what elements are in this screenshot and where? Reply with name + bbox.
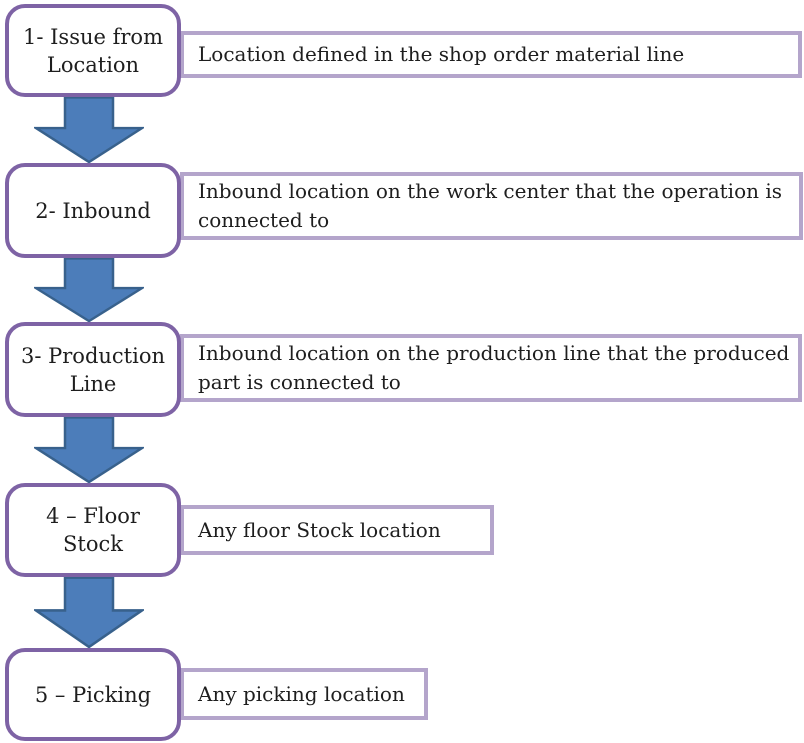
description-floor-stock: Any floor Stock location [180,505,494,555]
node-label-line: 4 – Floor [46,504,140,528]
node-label-line: Stock [63,532,123,556]
node-label: 4 – Floor Stock [46,502,140,558]
description-line: part is connected to [198,370,401,394]
node-floor-stock: 4 – Floor Stock [5,483,181,577]
node-label-line: 3- Production [21,343,165,368]
node-label-line: 1- Issue from [23,24,163,49]
flow-arrow-4 [34,576,144,649]
description-inbound: Inbound location on the work center that… [180,172,803,240]
down-arrow-icon [34,416,144,484]
down-arrow-icon [34,576,144,649]
flow-arrow-3 [34,416,144,484]
node-label: 2- Inbound [35,197,151,225]
node-label: 3- Production Line [21,342,165,398]
node-label-line: Line [69,371,117,396]
description-production-line: Inbound location on the production line … [180,334,802,402]
description-text: Any picking location [198,680,418,709]
down-arrow-icon [34,96,144,164]
description-text: Any floor Stock location [198,516,484,545]
flow-arrow-2 [34,257,144,323]
down-arrow-icon [34,257,144,323]
node-issue-from-location: 1- Issue from Location [5,4,181,97]
description-issue-from-location: Location defined in the shop order mater… [180,31,802,78]
flow-arrow-1 [34,96,144,164]
node-label-line: 2- Inbound [35,198,151,223]
node-production-line: 3- Production Line [5,322,181,417]
description-line: Any picking location [198,681,405,706]
description-line: Inbound location on the work center that… [198,179,783,203]
node-label-line: 5 – Picking [34,682,152,707]
node-label-line: Location [46,52,140,77]
node-label: 1- Issue from Location [23,23,163,79]
description-line: Any floor Stock location [198,517,441,542]
description-line: Location defined in the shop order mater… [198,42,685,66]
description-text: Inbound location on the production line … [198,339,792,397]
description-line: Inbound location on the production line … [198,341,790,365]
node-picking: 5 – Picking [5,648,181,741]
description-picking: Any picking location [180,668,428,720]
node-inbound: 2- Inbound [5,163,181,258]
description-text: Inbound location on the work center that… [198,177,793,235]
description-line: connected to [198,208,330,232]
description-text: Location defined in the shop order mater… [198,40,792,69]
node-label: 5 – Picking [35,681,151,709]
